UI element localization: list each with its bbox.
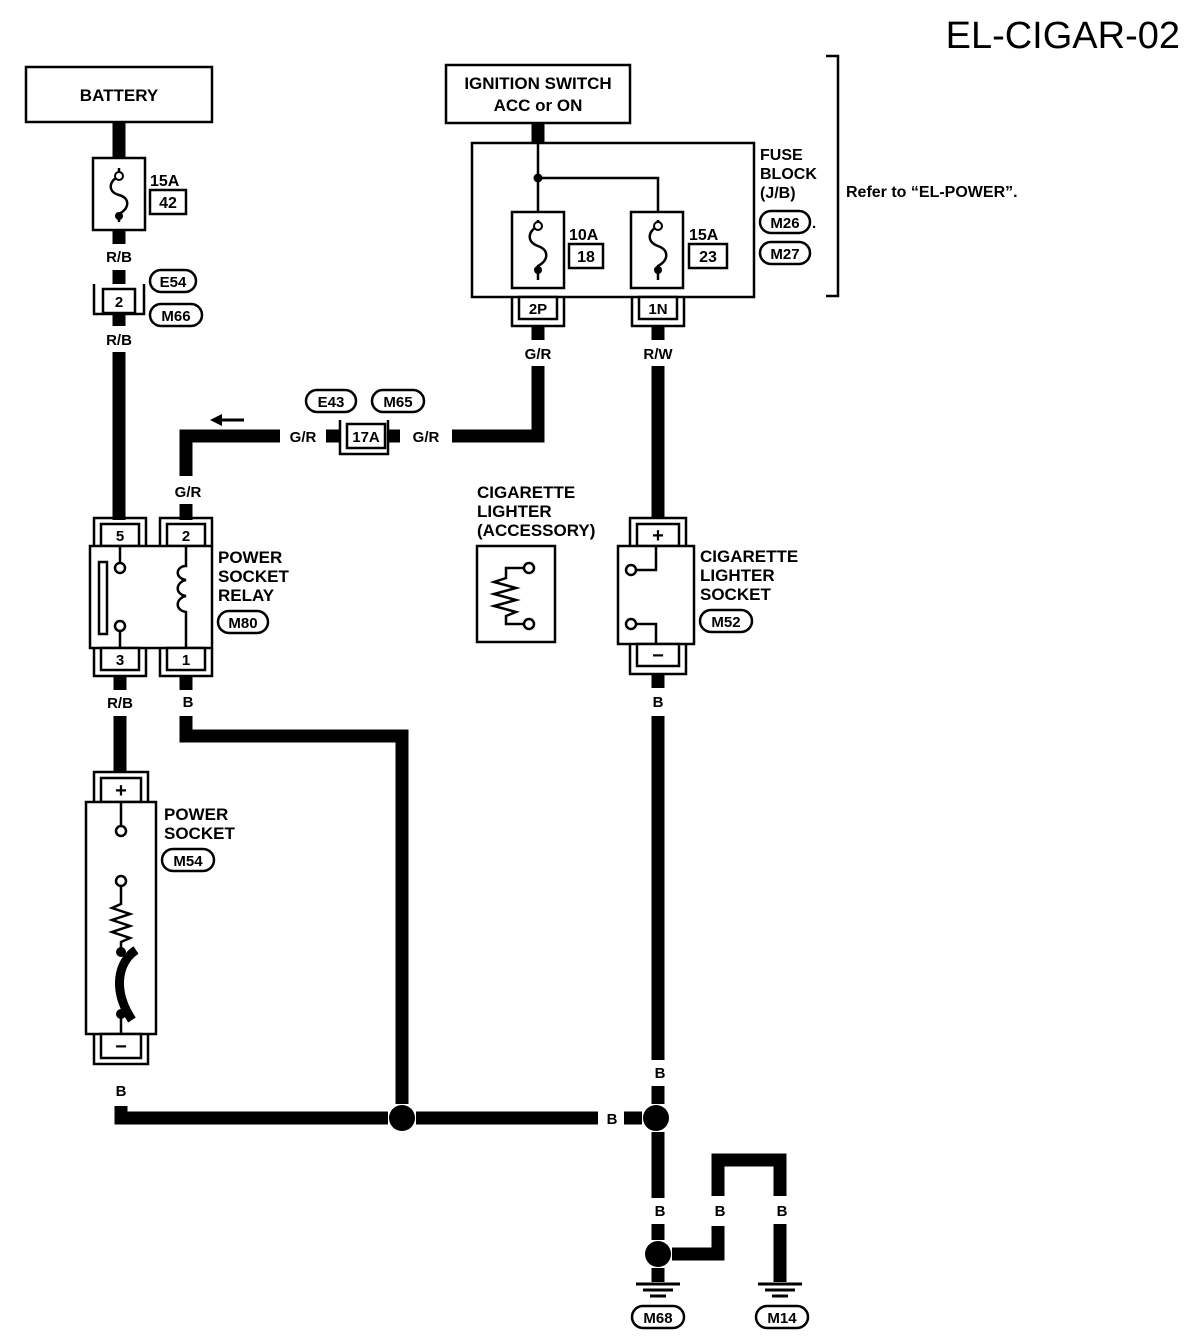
cig-socket-conn-m52: M52 — [711, 614, 740, 631]
cig-socket-label-3: SOCKET — [700, 585, 771, 604]
terminal-2p: 2P — [510, 295, 566, 328]
ground-m14: M14 — [767, 1310, 797, 1327]
fuse-block-line3: (J/B) — [760, 185, 796, 202]
cig-socket-minus: − — [652, 645, 664, 667]
fuse-block-line2: BLOCK — [760, 166, 817, 183]
cigarette-lighter-socket: + − CIGARETTE LIGHTER SOCKET M52 — [616, 516, 798, 676]
relay-label-1: POWER — [218, 548, 282, 567]
power-socket-minus: − — [115, 1036, 127, 1058]
cig-acc-label-2: LIGHTER — [477, 502, 552, 521]
fuse-42-amp: 15A — [150, 173, 180, 190]
wire-rb-1: R/B — [106, 249, 132, 266]
battery-label: BATTERY — [80, 86, 159, 105]
fuse-block-bracket — [826, 54, 840, 298]
wire-gr-3: G/R — [290, 429, 317, 446]
power-socket-conn-m54: M54 — [173, 853, 203, 870]
wire-b-gnd2: B — [715, 1203, 726, 1220]
wire-gr-4: G/R — [175, 484, 202, 501]
connector-e54-m66: 2 E54 M66 — [92, 268, 204, 328]
wire-b-socket: B — [116, 1083, 127, 1100]
ignition-switch-box — [444, 63, 632, 125]
terminal-1n-label: 1N — [648, 301, 667, 318]
wire-gr-2: G/R — [413, 429, 440, 446]
wire-rb-3: R/B — [107, 695, 133, 712]
wire-b-gnd1: B — [655, 1203, 666, 1220]
power-socket-plus: + — [115, 780, 127, 802]
fuse-block-line1: FUSE — [760, 147, 803, 164]
power-socket-label-1: POWER — [164, 805, 228, 824]
connector-m65: M65 — [383, 394, 412, 411]
wire-gr-1: G/R — [525, 346, 552, 363]
ground-m68: M68 — [643, 1310, 672, 1327]
cig-socket-label-2: LIGHTER — [700, 566, 775, 585]
terminal-1n: 1N — [630, 295, 686, 328]
ground-splice — [645, 1241, 671, 1267]
relay-label-2: SOCKET — [218, 567, 289, 586]
fuse-18: 10A 18 — [510, 210, 605, 290]
fuse-42: 15A 42 — [91, 156, 188, 232]
wire-b-gnd3: B — [777, 1203, 788, 1220]
refer-note: Refer to “EL-POWER”. — [846, 184, 1018, 201]
cigarette-lighter-accessory: CIGARETTE LIGHTER (ACCESSORY) — [475, 483, 595, 644]
connector-e43-m65: 17A E43 M65 — [304, 388, 426, 456]
fuse-block-conn-m27: M27 — [770, 246, 799, 263]
splice-2 — [643, 1105, 669, 1131]
fuse-23-num: 23 — [699, 249, 717, 266]
fuse-23: 15A 23 — [629, 210, 729, 290]
power-socket-label-2: SOCKET — [164, 824, 235, 843]
cig-socket-plus: + — [652, 525, 664, 547]
cig-acc-label-3: (ACCESSORY) — [477, 521, 595, 540]
ignition-line2: ACC or ON — [494, 96, 583, 115]
ground-symbol-m14 — [758, 1282, 802, 1298]
connector-pin-17a: 17A — [352, 429, 380, 446]
relay-conn-m80: M80 — [228, 615, 257, 632]
relay-pin-1: 1 — [182, 652, 190, 669]
fuse-18-num: 18 — [577, 249, 595, 266]
wire-b-relay: B — [183, 694, 194, 711]
connector-pin-2: 2 — [115, 294, 123, 311]
wire-rw: R/W — [643, 346, 673, 363]
fuse-block-conn-m26: M26 — [770, 215, 799, 232]
relay-pin-3: 3 — [116, 652, 124, 669]
cig-acc-label-1: CIGARETTE — [477, 483, 575, 502]
wire-b-mid: B — [607, 1111, 618, 1128]
battery-box — [24, 65, 214, 124]
connector-m66: M66 — [161, 308, 190, 325]
relay-label-3: RELAY — [218, 586, 275, 605]
ground-symbol-m68 — [636, 1282, 680, 1298]
wire-b-bottom1: B — [655, 1065, 666, 1082]
connector-e54: E54 — [160, 274, 187, 291]
fuse-23-amp: 15A — [689, 227, 719, 244]
relay-pin-5: 5 — [116, 528, 124, 545]
fuse-42-num: 42 — [159, 195, 177, 212]
wire-b-cig: B — [653, 694, 664, 711]
cig-socket-label-1: CIGARETTE — [700, 547, 798, 566]
splice-1 — [389, 1105, 415, 1131]
power-socket: + − POWER SOCKET M54 — [84, 770, 235, 1066]
terminal-2p-label: 2P — [529, 301, 547, 318]
power-socket-relay: 5 2 3 1 POWER SOCKET RELAY M80 — [88, 516, 289, 678]
fuse-18-amp: 10A — [569, 227, 599, 244]
wire-rb-2: R/B — [106, 332, 132, 349]
connector-e43: E43 — [318, 394, 345, 411]
diagram-title: EL-CIGAR-02 — [946, 15, 1180, 57]
relay-pin-2: 2 — [182, 528, 190, 545]
ignition-line1: IGNITION SWITCH — [464, 74, 611, 93]
fuse-block-sep: . — [812, 215, 816, 232]
